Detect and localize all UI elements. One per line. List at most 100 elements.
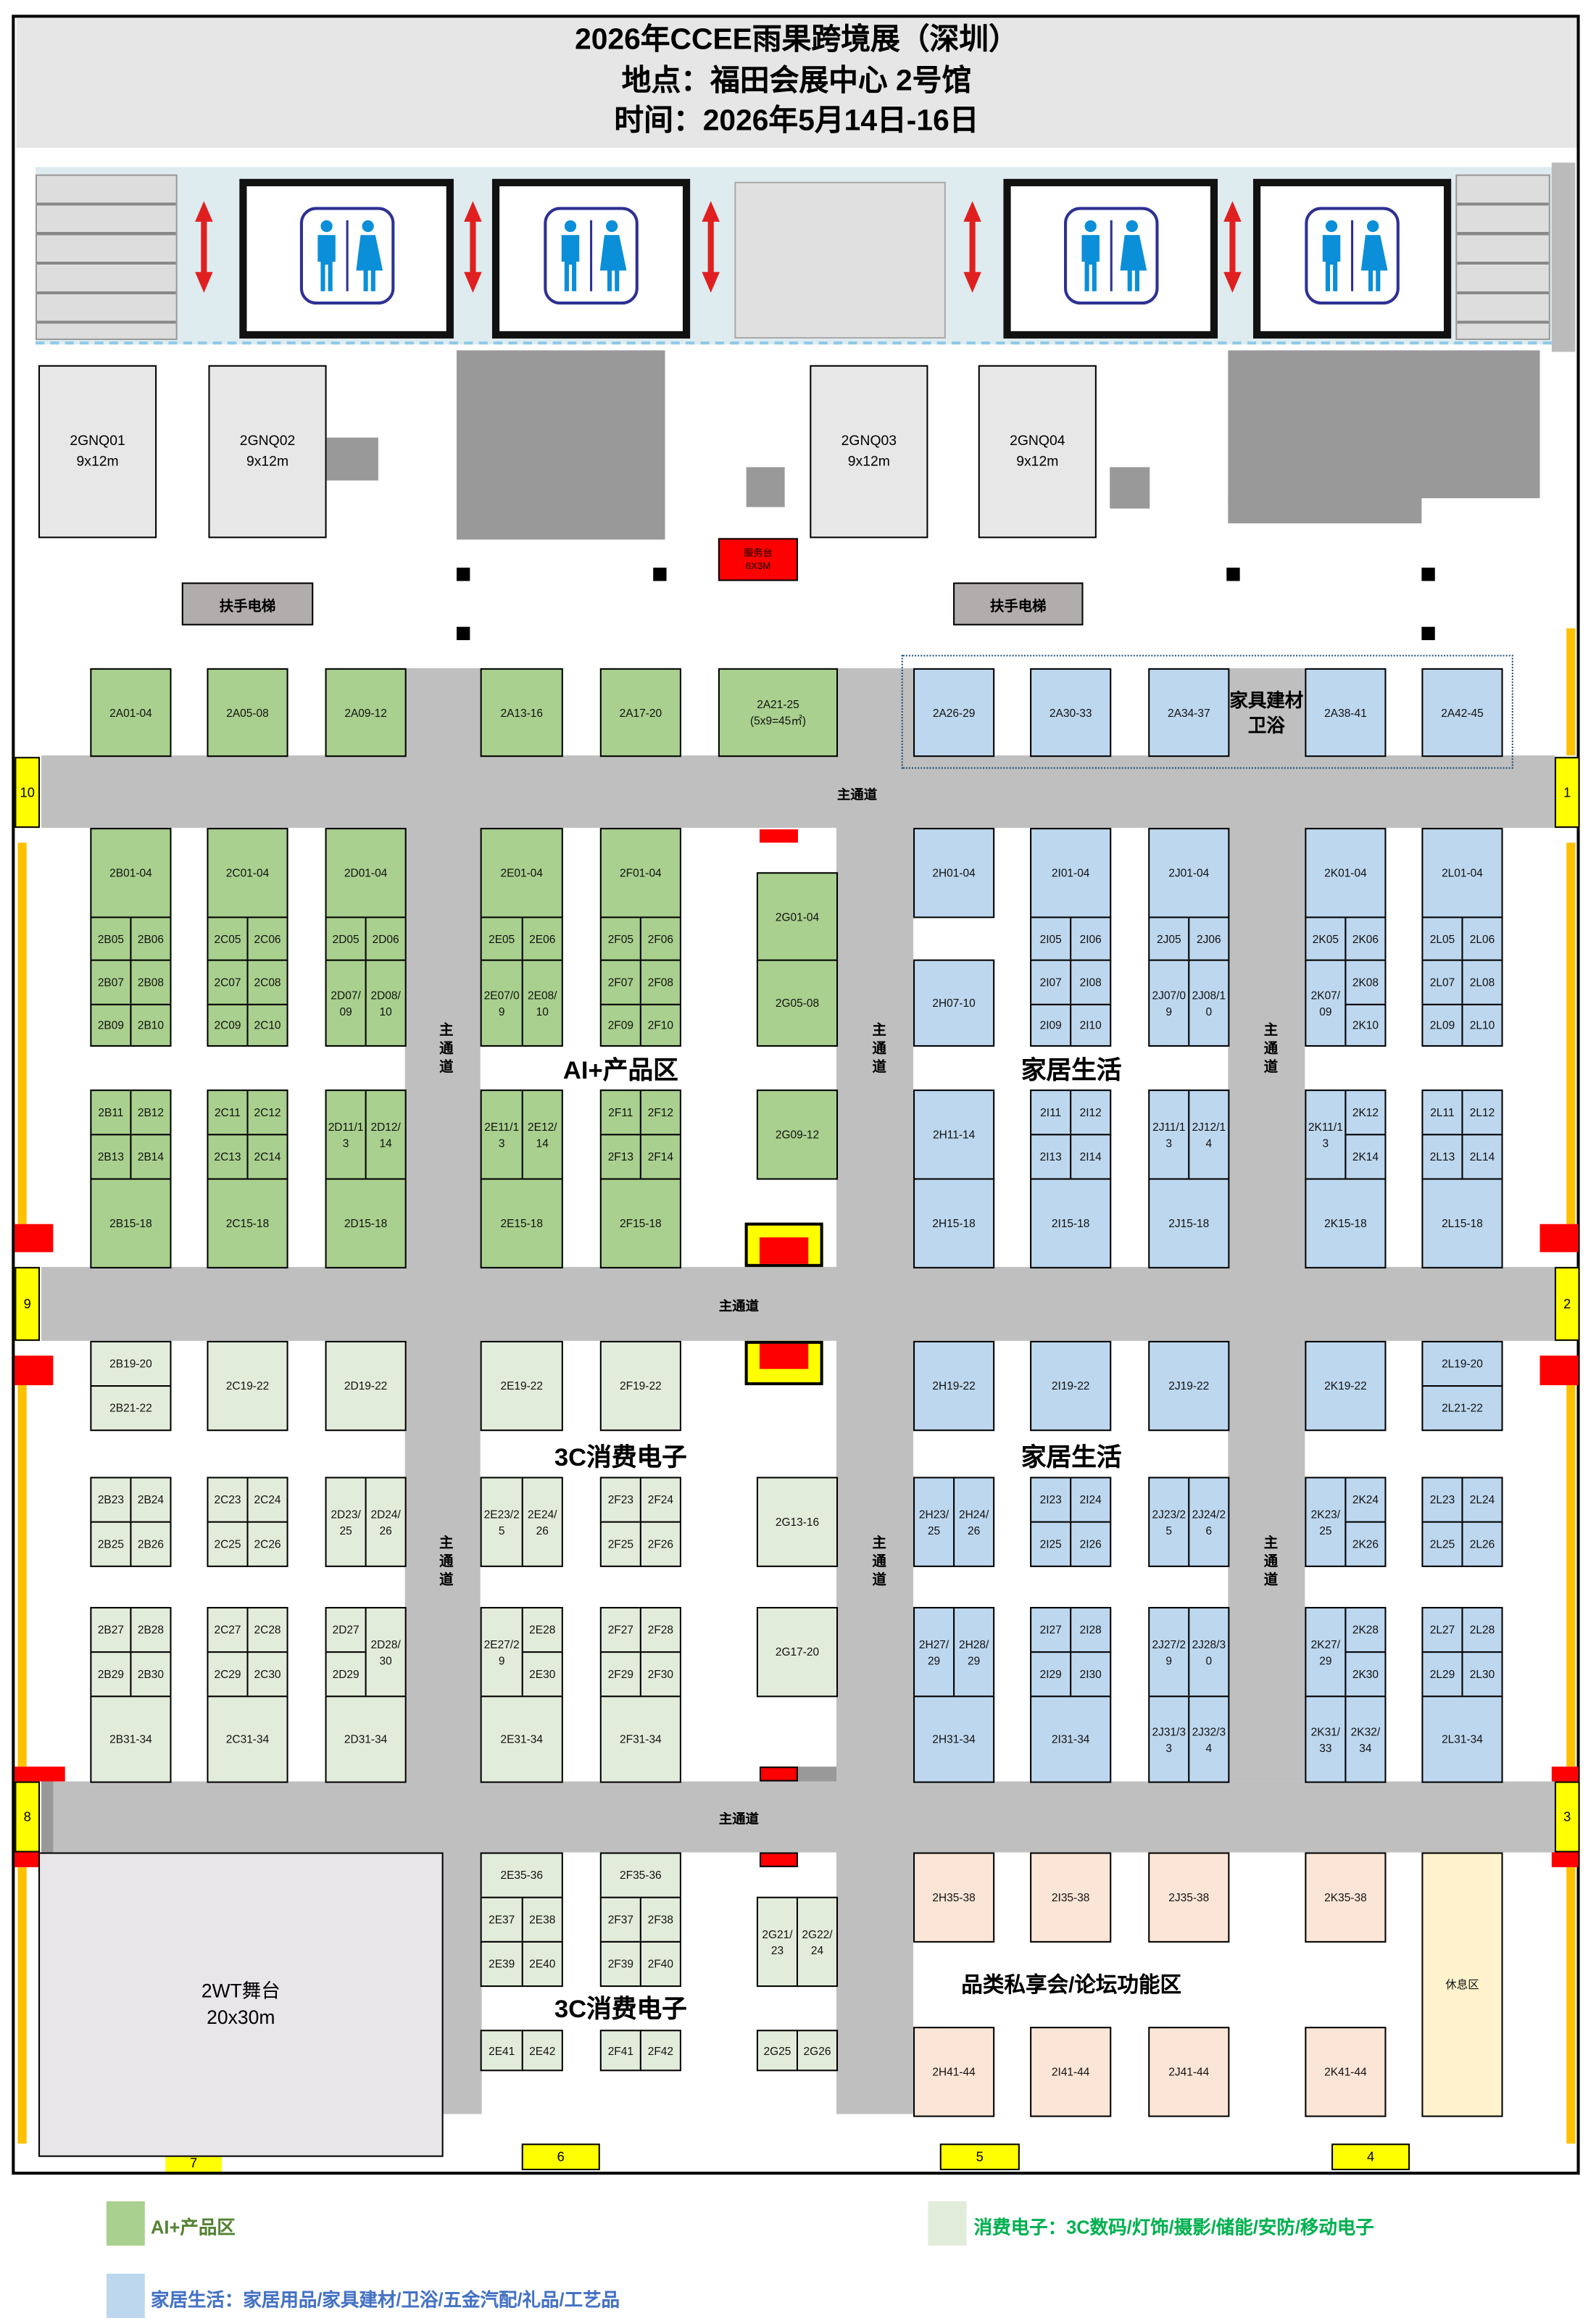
- booth[interactable]: 2F23: [599, 1477, 641, 1523]
- booth[interactable]: 2J01-04: [1148, 828, 1230, 918]
- booth[interactable]: 2A09-12: [325, 668, 407, 757]
- booth[interactable]: 2E38: [521, 1896, 563, 1943]
- booth[interactable]: 2A01-04: [90, 668, 172, 757]
- booth[interactable]: 2E06: [521, 916, 563, 961]
- booth[interactable]: 2D01-04: [325, 828, 407, 918]
- booth[interactable]: 2K15-18: [1305, 1178, 1387, 1269]
- booth[interactable]: 2K35-38: [1305, 1852, 1387, 1943]
- booth[interactable]: 2E39: [480, 1940, 523, 1988]
- booth[interactable]: 2J32/34: [1188, 1695, 1230, 1783]
- booth[interactable]: 2L15-18: [1421, 1178, 1503, 1269]
- booth[interactable]: 2F26: [639, 1521, 681, 1567]
- booth[interactable]: 2L11: [1421, 1089, 1463, 1136]
- booth[interactable]: 2F07: [599, 959, 641, 1005]
- booth[interactable]: 2B13: [90, 1134, 132, 1180]
- booth[interactable]: 2C25: [207, 1521, 249, 1567]
- booth[interactable]: 2L25: [1421, 1521, 1463, 1567]
- booth[interactable]: 2C29: [207, 1651, 249, 1698]
- booth[interactable]: 2G17-20: [756, 1606, 839, 1698]
- booth[interactable]: 2G25: [756, 2030, 799, 2072]
- booth[interactable]: 2H19-22: [913, 1340, 995, 1432]
- booth[interactable]: 2H07-10: [913, 959, 995, 1047]
- booth[interactable]: 2K32/34: [1344, 1695, 1387, 1783]
- booth[interactable]: 2F13: [599, 1134, 641, 1180]
- stage[interactable]: 2WT舞台 20x30m: [38, 1852, 444, 2157]
- booth[interactable]: 2H23/25: [913, 1477, 955, 1567]
- booth[interactable]: 2E27/29: [480, 1606, 523, 1698]
- booth[interactable]: 2F37: [599, 1896, 641, 1943]
- booth[interactable]: 2L10: [1461, 1003, 1503, 1047]
- booth[interactable]: 2E31-34: [480, 1695, 563, 1783]
- booth[interactable]: 2C12: [246, 1089, 288, 1136]
- booth[interactable]: 2I29: [1030, 1651, 1072, 1698]
- booth[interactable]: 2B24: [130, 1477, 172, 1523]
- booth[interactable]: 2K28: [1344, 1606, 1387, 1653]
- booth[interactable]: 2C11: [207, 1089, 249, 1136]
- booth[interactable]: 2B28: [130, 1606, 172, 1653]
- booth[interactable]: 2L21-22: [1421, 1385, 1503, 1432]
- booth[interactable]: 2B14: [130, 1134, 172, 1180]
- booth[interactable]: 2E07/09: [480, 959, 523, 1047]
- booth[interactable]: 2J19-22: [1148, 1340, 1230, 1432]
- booth[interactable]: 2I24: [1070, 1477, 1112, 1523]
- booth[interactable]: 2F39: [599, 1940, 641, 1988]
- booth[interactable]: 2F40: [639, 1940, 681, 1988]
- booth[interactable]: 2L06: [1461, 916, 1503, 961]
- gnq-booth[interactable]: 2GNQ01 9x12m: [38, 365, 157, 539]
- booth[interactable]: 2G21/23: [756, 1896, 799, 1988]
- booth[interactable]: 2E35-36: [480, 1852, 563, 1898]
- booth[interactable]: 2B23: [90, 1477, 132, 1523]
- booth[interactable]: 2E30: [521, 1651, 563, 1698]
- booth[interactable]: 2C01-04: [207, 828, 288, 918]
- booth[interactable]: 2D31-34: [325, 1695, 407, 1783]
- booth[interactable]: 2I30: [1070, 1651, 1112, 1698]
- booth[interactable]: 2F01-04: [599, 828, 681, 918]
- booth[interactable]: 2K26: [1344, 1521, 1387, 1567]
- booth[interactable]: 2K41-44: [1305, 2027, 1387, 2117]
- booth[interactable]: 2C13: [207, 1134, 249, 1180]
- gnq-booth[interactable]: 2GNQ04 9x12m: [978, 365, 1097, 539]
- booth[interactable]: 2E01-04: [480, 828, 563, 918]
- booth[interactable]: 2G22/24: [796, 1896, 839, 1988]
- booth[interactable]: 2I41-44: [1030, 2027, 1112, 2117]
- booth[interactable]: 2F05: [599, 916, 641, 961]
- booth[interactable]: 2J12/14: [1188, 1089, 1230, 1180]
- booth[interactable]: 2E40: [521, 1940, 563, 1988]
- booth[interactable]: 2F19-22: [599, 1340, 681, 1432]
- booth[interactable]: 2I12: [1070, 1089, 1112, 1136]
- booth[interactable]: 2L26: [1461, 1521, 1503, 1567]
- booth[interactable]: 2K31/33: [1305, 1695, 1347, 1783]
- booth[interactable]: 2L29: [1421, 1651, 1463, 1698]
- booth[interactable]: 2F15-18: [599, 1178, 681, 1269]
- booth[interactable]: 2I05: [1030, 916, 1072, 961]
- booth[interactable]: 2F24: [639, 1477, 681, 1523]
- booth[interactable]: 2I15-18: [1030, 1178, 1112, 1269]
- booth[interactable]: 2L23: [1421, 1477, 1463, 1523]
- booth[interactable]: 2C30: [246, 1651, 288, 1698]
- booth[interactable]: 2B12: [130, 1089, 172, 1136]
- booth[interactable]: 2I31-34: [1030, 1695, 1112, 1783]
- booth[interactable]: 2K07/09: [1305, 959, 1347, 1047]
- booth[interactable]: 2I08: [1070, 959, 1112, 1005]
- booth[interactable]: 2H01-04: [913, 828, 995, 918]
- booth[interactable]: 2L31-34: [1421, 1695, 1503, 1783]
- booth[interactable]: 2B26: [130, 1521, 172, 1567]
- booth[interactable]: 2K27/29: [1305, 1606, 1347, 1698]
- booth[interactable]: 2H35-38: [913, 1852, 995, 1943]
- booth[interactable]: 2C14: [246, 1134, 288, 1180]
- booth[interactable]: 2D27: [325, 1606, 367, 1653]
- booth[interactable]: 2K08: [1344, 959, 1387, 1005]
- booth[interactable]: 2K30: [1344, 1651, 1387, 1698]
- booth[interactable]: 2E23/25: [480, 1477, 523, 1567]
- booth[interactable]: 2A26-29: [913, 668, 995, 757]
- booth[interactable]: 2K19-22: [1305, 1340, 1387, 1432]
- booth[interactable]: 2B29: [90, 1651, 132, 1698]
- booth[interactable]: 2B31-34: [90, 1695, 172, 1783]
- booth[interactable]: 2L19-20: [1421, 1340, 1503, 1387]
- booth[interactable]: 2C19-22: [207, 1340, 288, 1432]
- booth[interactable]: 2E11/13: [480, 1089, 523, 1180]
- booth[interactable]: 2D07/09: [325, 959, 367, 1047]
- booth[interactable]: 2L08: [1461, 959, 1503, 1005]
- booth[interactable]: 2F08: [639, 959, 681, 1005]
- booth[interactable]: 2F41: [599, 2030, 641, 2072]
